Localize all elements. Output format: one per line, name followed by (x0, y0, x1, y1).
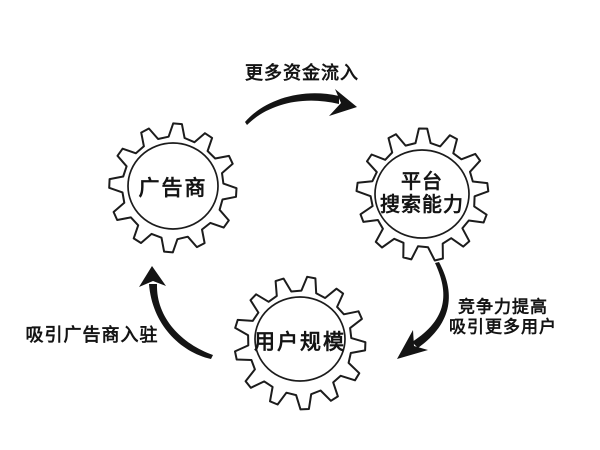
edge-label-more-users-line2: 吸引更多用户 (449, 317, 557, 336)
arrow-funds-inflow-shaft (245, 93, 339, 125)
edge-label-attract-advertisers: 吸引广告商入驻 (25, 325, 159, 345)
node-label-platform-search-line1: 平台 (401, 171, 443, 193)
gear-advertisers (108, 122, 238, 254)
edge-label-funds-inflow: 更多资金流入 (245, 63, 359, 83)
gear-advertisers-hub (127, 142, 219, 230)
arrow-funds-inflow (245, 89, 357, 125)
arrow-more-users (397, 262, 449, 359)
arrow-more-users-shaft (412, 262, 449, 348)
arrow-attract-advertisers-shaft (149, 284, 213, 359)
arrow-attract-advertisers (139, 266, 213, 359)
edge-label-more-users-line1: 竞争力提高 (458, 297, 548, 317)
node-label-advertisers: 广告商 (138, 176, 208, 200)
node-label-platform-search-line2: 搜索能力 (380, 194, 464, 216)
gear-platform-search-hub (374, 149, 470, 239)
arrow-more-users-head (397, 330, 428, 359)
arrow-funds-inflow-head (329, 89, 357, 116)
gear-user-scale-hub (254, 296, 346, 382)
gear-platform-search (355, 127, 490, 262)
gear-user-scale (234, 275, 367, 411)
node-label-platform-search: 平台 搜索能力 (380, 171, 464, 217)
edge-label-more-users: 竞争力提高 吸引更多用户 (449, 298, 557, 337)
arrow-attract-advertisers-head (139, 266, 166, 287)
node-label-user-scale: 用户规模 (254, 330, 346, 354)
